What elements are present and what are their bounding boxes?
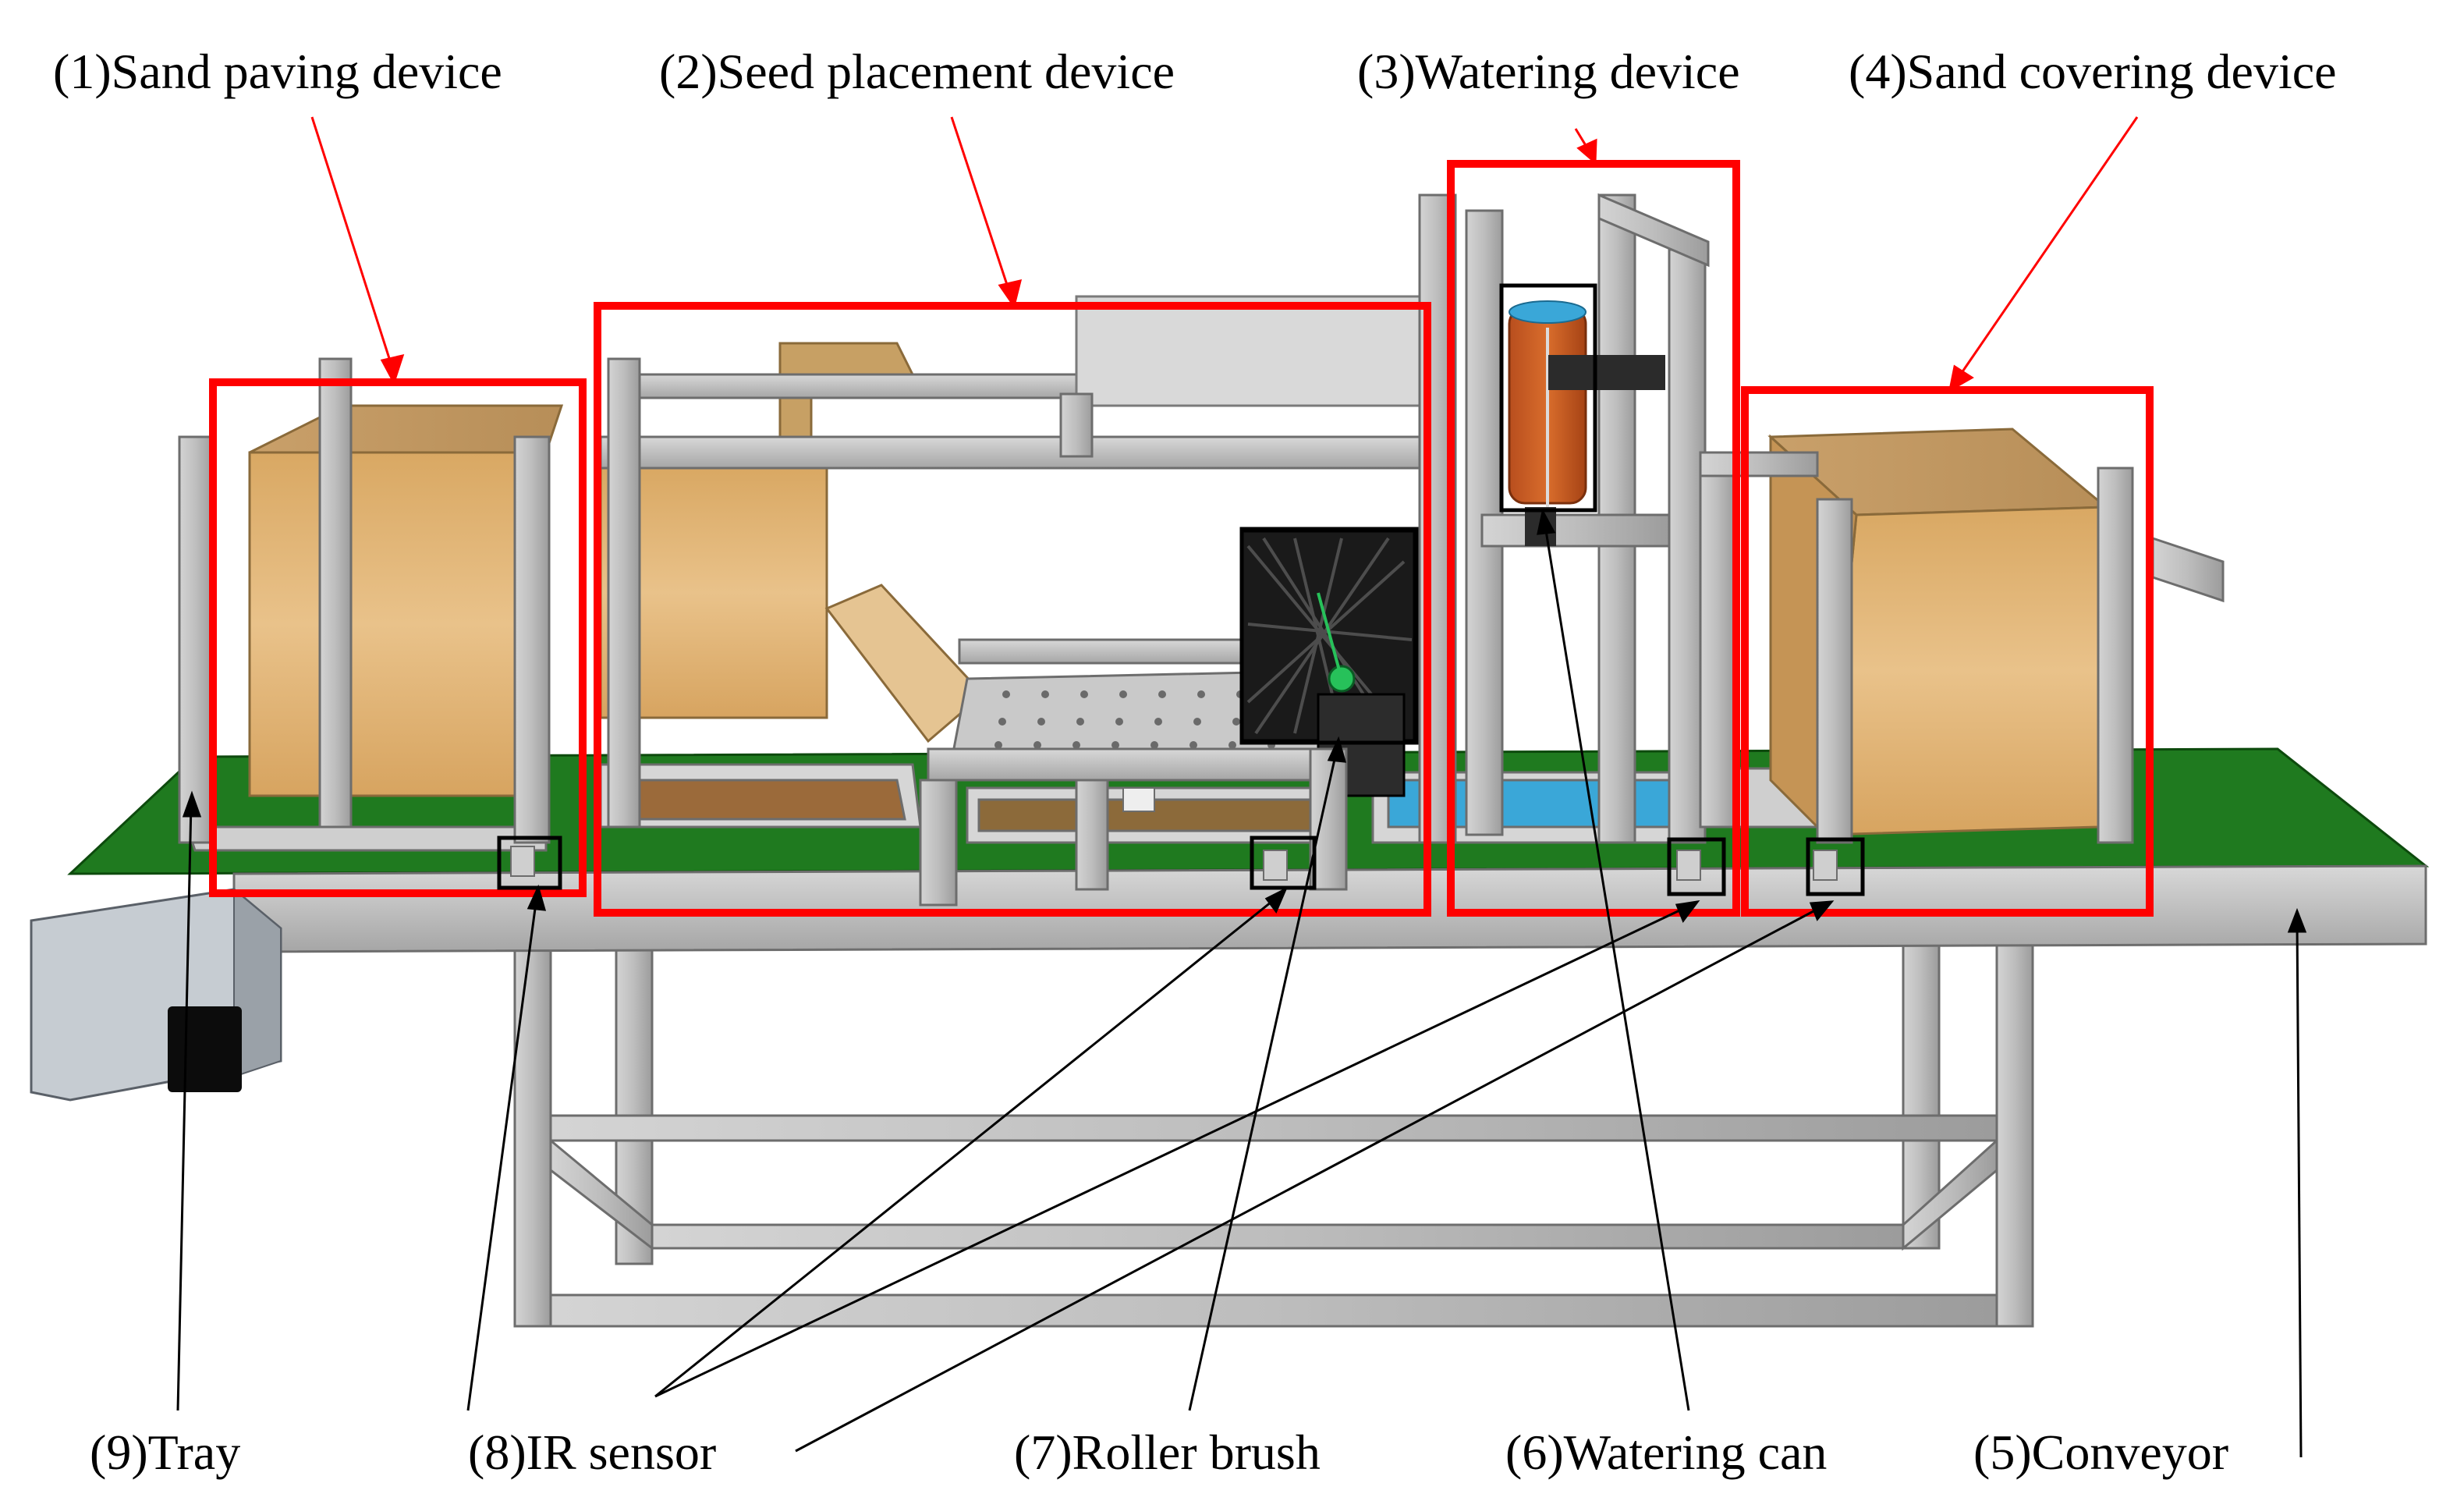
box-sand-paving-device	[209, 378, 587, 897]
box-ir-sensor-3	[1667, 837, 1726, 896]
box-roller-brush	[1239, 527, 1419, 745]
control-box	[30, 887, 282, 1102]
box-ir-sensor-2	[1250, 836, 1317, 890]
label-sand-covering-device: (4)Sand covering device	[1849, 44, 2337, 99]
label-ir-sensor: (8)IR sensor	[468, 1425, 717, 1480]
seed-placement-device-body	[599, 295, 1445, 891]
detail-boxes	[497, 283, 1865, 896]
sensor-brackets	[510, 846, 1838, 881]
highlight-boxes	[209, 160, 2154, 917]
lower-frame	[513, 935, 2034, 1328]
box-ir-sensor-1	[497, 836, 562, 890]
box-watering-can	[1499, 283, 1597, 513]
control-panel-display	[168, 1006, 242, 1092]
box-watering-device	[1447, 160, 1740, 917]
sand-covering-box	[1767, 428, 2109, 838]
black-leaders	[176, 508, 2307, 1458]
label-seed-placement-device: (2)Seed placement device	[659, 44, 1175, 99]
watering-device-frame	[1418, 193, 1710, 844]
box-ir-sensor-4	[1806, 837, 1865, 896]
label-watering-device: (3)Watering device	[1357, 44, 1740, 99]
label-conveyor: (5)Conveyor	[1973, 1425, 2229, 1480]
box-sand-covering-device	[1741, 386, 2154, 917]
label-tray: (9)Tray	[90, 1425, 241, 1480]
label-roller-brush: (7)Roller brush	[1014, 1425, 1321, 1480]
box-seed-placement-device	[594, 302, 1431, 917]
watering-can-body	[1508, 300, 1665, 546]
red-arrows	[310, 116, 2139, 392]
label-watering-can: (6)Watering can	[1505, 1425, 1828, 1480]
main-frame-posts	[178, 357, 2225, 907]
label-sand-paving-device: (1)Sand paving device	[53, 44, 502, 99]
